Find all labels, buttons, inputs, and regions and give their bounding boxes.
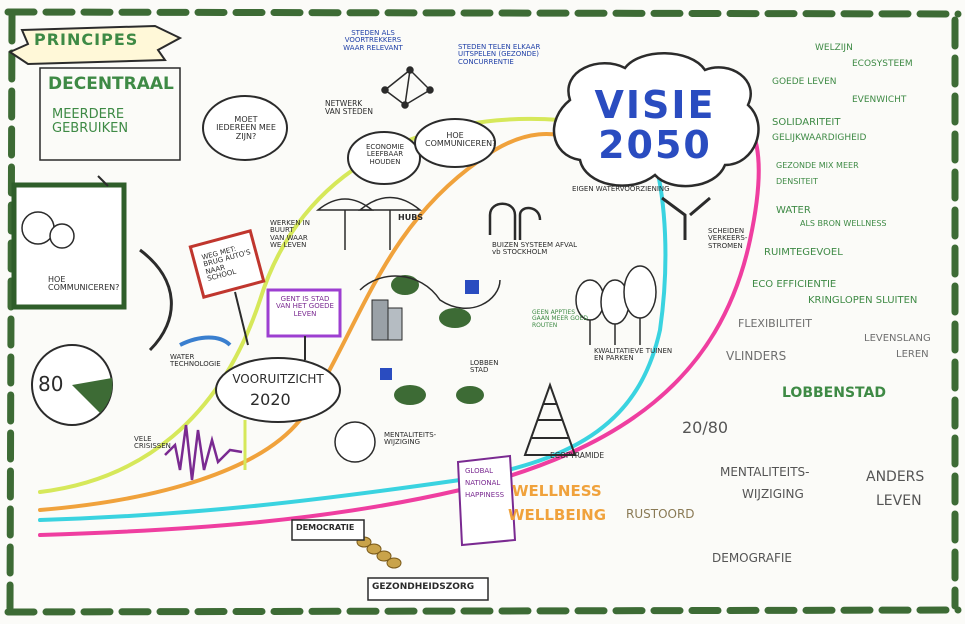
right-item-lobbenstad: LOBBENSTAD — [782, 385, 886, 401]
right-item-leren: LEREN — [896, 349, 929, 360]
right-item-gezonde-mix: GEZONDE MIX MEER — [776, 161, 859, 170]
bottom-democracy: DEMOCRATIE — [296, 523, 355, 532]
drawing-eco-pyramid: ECOPYRAMIDE — [550, 451, 605, 460]
bubble-question1-shape — [202, 95, 288, 161]
sign-hubs-text: HUBS — [398, 213, 424, 222]
gnh-line1: GLOBAL — [465, 467, 494, 475]
outlook-title-line2: 2020 — [250, 390, 291, 409]
network-diagram — [381, 66, 434, 109]
right-item-mentaliteit: MENTALITEITS- — [720, 465, 810, 479]
drawing-crises: VELE CRISISSEN — [134, 435, 171, 451]
vision-cloud-shape — [552, 52, 760, 188]
water-tech-drawing — [179, 335, 232, 347]
bottom-health: GEZONDHEIDSZORG — [372, 582, 475, 592]
democracy-box — [291, 519, 365, 541]
hubs-drawing — [315, 196, 423, 250]
bubble-question3-shape — [414, 118, 496, 168]
right-item-kringlopen: KRINGLOPEN SLUITEN — [808, 295, 918, 306]
drawing-lobe: LOBBEN STAD — [470, 359, 499, 375]
face-drawing — [334, 421, 376, 463]
sign-work-text: WERKEN IN BUURT VAN WAAR WE LEVEN — [270, 219, 310, 250]
drawing-water-tech: WATER TECHNOLOGIE — [170, 353, 221, 369]
right-item-leven: LEVEN — [876, 493, 922, 509]
drawing-green: GEEN APPTIES GAAN MEER GOED ROUTEN — [532, 309, 589, 329]
right-item-ratio: 20/80 — [682, 418, 729, 437]
vision-title-line2: 2050 — [598, 123, 712, 167]
drawing-mentality-face: MENTALITEITS-WIJZIGING — [384, 431, 437, 447]
right-item-evenwicht: EVENWICHT — [852, 95, 907, 105]
network-note2: STEDEN TELEN ELKAAR UITSPELEN (GEZONDE) … — [458, 43, 541, 66]
bottom-wellness: WELLNESS — [512, 482, 602, 500]
drawing-own-water: EIGEN WATERVOORZIENING — [572, 185, 670, 193]
city-drawing — [359, 275, 501, 405]
right-item-water: WATER — [776, 205, 811, 216]
sign-gent-text: GENT IS STAD VAN HET GOEDE LEVEN — [276, 295, 334, 318]
flow-orange — [38, 132, 592, 512]
principles-item-decentral: DECENTRAAL — [48, 74, 174, 94]
vision-title-line1: VISIE — [594, 83, 716, 127]
eco-pyramid-drawing — [523, 382, 577, 456]
bubble-question1: MOET IEDEREEN MEE ZIJN? — [216, 115, 276, 141]
network-note1: STEDEN ALS VOORTREKKERS WAAR RELEVANT — [343, 29, 403, 52]
right-item-wijziging: WIJZIGING — [742, 487, 804, 501]
right-item-densiteit: DENSITEIT — [776, 177, 818, 186]
right-item-gelijkwaardigheid: GELIJKWAARDIGHEID — [772, 133, 867, 143]
chain-drawing — [356, 536, 402, 569]
dashed-frame — [4, 8, 962, 616]
right-item-solidariteit: SOLIDARITEIT — [772, 117, 841, 128]
principles-box — [39, 67, 181, 161]
drawing-quality: KWALITATIEVE TUINEN EN PARKEN — [594, 347, 673, 363]
crisis-graph — [164, 424, 243, 481]
right-item-bron-wellness: ALS BRON WELLNESS — [800, 219, 887, 228]
right-item-ecosysteem: ECOSYSTEEM — [852, 59, 913, 69]
sign-gent-board — [266, 288, 342, 338]
right-item-levenslang: LEVENSLANG — [864, 333, 931, 344]
split-road-drawing — [661, 196, 711, 240]
flow-magenta — [38, 113, 761, 537]
principles-banner-shape — [7, 24, 183, 66]
right-item-goede-leven: GOEDE LEVEN — [772, 77, 837, 87]
right-item-anders: ANDERS — [866, 469, 925, 485]
ratio-pie-slice — [72, 378, 113, 413]
right-item-flexibiliteit: FLEXIBILITEIT — [738, 317, 812, 330]
bubble-question2-shape — [347, 131, 421, 185]
outlook-title-line1: VOORUITZICHT — [232, 372, 324, 386]
drawing-sewer: BUIZEN SYSTEEM AFVAL vb STOCKHOLM — [492, 241, 578, 257]
bottom-wellbeing: WELLBEING — [508, 506, 607, 524]
right-item-welzijn: WELZIJN — [815, 43, 853, 53]
sign-away-board — [188, 229, 266, 299]
right-item-ruimtegevoel: RUIMTEGEVOEL — [764, 247, 843, 258]
left-communicate-label: HOE COMMUNICEREN? — [48, 275, 120, 293]
trees-drawing — [575, 265, 657, 345]
principles-item-multiple-use: MEERDERE GEBRUIKEN — [52, 107, 129, 136]
network-label: NETWERK VAN STEDEN — [325, 99, 373, 116]
gnh-line3: HAPPINESS — [465, 491, 505, 499]
principles-title: PRINCIPES — [34, 30, 139, 49]
gnh-line2: NATIONAL — [465, 479, 501, 487]
gnh-flag — [456, 454, 517, 547]
drawing-separate: SCHEIDEN VERKEERS-STROMEN — [708, 227, 748, 250]
health-box — [367, 577, 489, 601]
right-item-vlinders: VLINDERS — [726, 349, 787, 363]
flow-cyan — [38, 158, 668, 522]
right-item-eco-efficientie: ECO EFFICIENTIE — [752, 279, 837, 290]
bottom-rest: RUSTOORD — [626, 507, 695, 521]
pipes-drawing — [488, 202, 542, 240]
bubble-question2: ECONOMIE LEEFBAAR HOUDEN — [365, 143, 405, 166]
left-ratio-label: 80 — [38, 372, 64, 396]
outlook-ellipse — [215, 357, 341, 423]
right-item-demografie: DEMOGRAFIE — [712, 551, 793, 565]
bubble-question3: HOE COMMUNICEREN? — [425, 131, 497, 149]
